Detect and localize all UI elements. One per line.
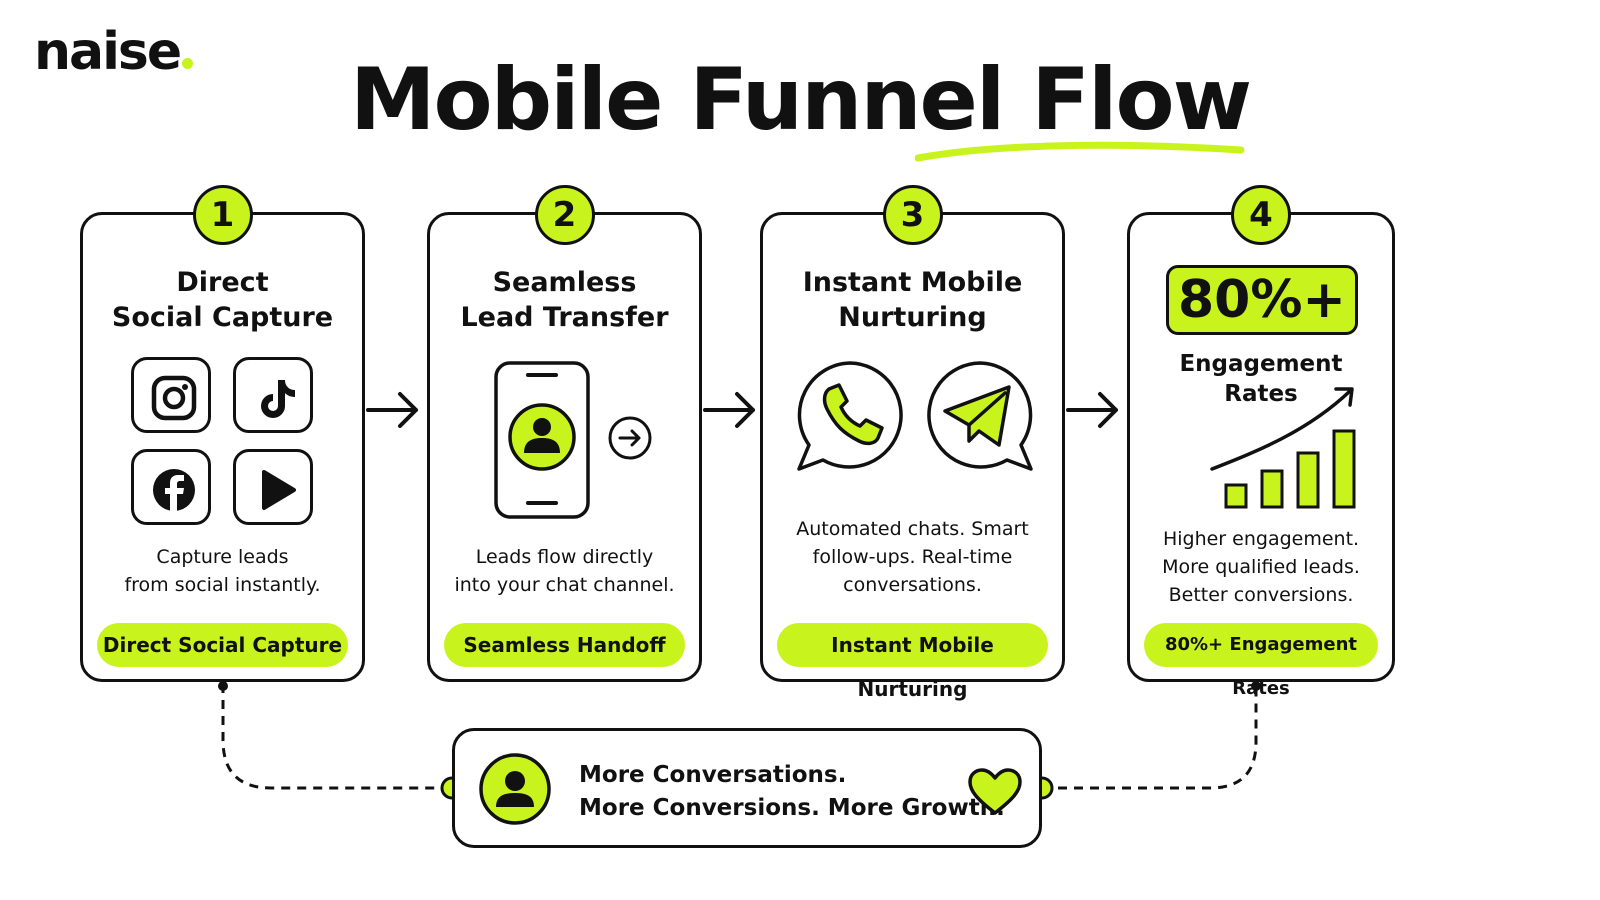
description-line: from social instantly. xyxy=(124,574,321,596)
arrow-right-icon xyxy=(1066,392,1118,428)
step-title-line: Social Capture xyxy=(111,302,334,333)
summary-box: More Conversations. More Conversions. Mo… xyxy=(452,728,1042,848)
tiktok-icon[interactable] xyxy=(233,357,313,433)
step-number-badge: 3 xyxy=(882,185,943,245)
step-card-4: 4 80%+ Engagement Rates Higher engagemen… xyxy=(1127,185,1395,699)
user-icon xyxy=(479,753,551,825)
step-title-line: Direct xyxy=(176,267,269,298)
step-number-badge: 2 xyxy=(534,185,595,245)
step-description: Capture leads from social instantly. xyxy=(83,543,362,599)
description-line: Automated chats. Smart xyxy=(796,518,1029,540)
arrow-right-icon xyxy=(366,392,418,428)
smartphone-icon xyxy=(494,361,590,519)
step-title: Instant Mobile Nurturing xyxy=(763,265,1062,335)
description-line: Capture leads xyxy=(156,546,289,568)
description-line: conversations. xyxy=(843,574,982,596)
instagram-icon[interactable] xyxy=(131,357,211,433)
step-number-badge: 4 xyxy=(1231,185,1291,245)
step-pill-label: Instant Mobile Nurturing xyxy=(777,623,1048,701)
heart-icon xyxy=(968,768,1022,815)
step-card-3: 3 Instant Mobile Nurturing Automated cha… xyxy=(760,185,1065,701)
description-line: Leads flow directly xyxy=(475,546,654,568)
step-title-line: Nurturing xyxy=(838,302,987,333)
logo-text: naise xyxy=(34,22,182,82)
stat-label-line: Engagement xyxy=(1179,351,1343,377)
brand-logo: naise xyxy=(34,22,194,82)
description-line: into your chat channel. xyxy=(454,574,675,596)
description-line: Better conversions. xyxy=(1168,584,1354,606)
step-title-line: Lead Transfer xyxy=(460,302,669,333)
description-line: More qualified leads. xyxy=(1162,556,1360,578)
telegram-icon[interactable] xyxy=(923,359,1037,473)
logo-dot xyxy=(182,58,194,69)
whatsapp-icon[interactable] xyxy=(793,359,907,473)
step-pill-label: Direct Social Capture xyxy=(97,623,348,667)
growth-chart-icon xyxy=(1210,387,1356,509)
step-pill-label: 80%+ Engagement Rates xyxy=(1144,623,1378,699)
step-description: Higher engagement. More qualified leads.… xyxy=(1130,525,1392,609)
stat-value: 80%+ xyxy=(1166,265,1358,335)
step-description: Automated chats. Smart follow-ups. Real-… xyxy=(763,515,1062,599)
arrow-right-icon xyxy=(703,392,755,428)
step-title: Seamless Lead Transfer xyxy=(430,265,699,335)
title-underline xyxy=(915,141,1245,162)
step-pill-label: Seamless Handoff xyxy=(444,623,685,667)
summary-text: More Conversations. More Conversions. Mo… xyxy=(579,759,1005,825)
step-title-line: Instant Mobile xyxy=(802,267,1023,298)
summary-line: More Conversations. xyxy=(579,762,847,788)
stat-label: Engagement Rates xyxy=(1130,349,1392,409)
facebook-icon[interactable] xyxy=(131,449,211,525)
youtube-play-icon[interactable] xyxy=(233,449,313,525)
step-title-line: Seamless xyxy=(492,267,637,298)
step-description: Leads flow directly into your chat chann… xyxy=(430,543,699,599)
description-line: follow-ups. Real-time xyxy=(812,546,1013,568)
step-number-badge: 1 xyxy=(192,185,253,245)
arrow-right-circle-icon xyxy=(608,416,652,460)
step-card-2: 2 Seamless Lead Transfer Leads flow dire… xyxy=(427,185,702,682)
step-card-1: 1 Direct Social Capture Capture leads fr… xyxy=(80,185,365,682)
step-title: Direct Social Capture xyxy=(83,265,362,335)
summary-line: More Conversions. More Growth. xyxy=(579,795,1005,821)
description-line: Higher engagement. xyxy=(1162,528,1360,550)
stat-label-line: Rates xyxy=(1224,381,1298,407)
page-title: Mobile Funnel Flow xyxy=(349,50,1252,150)
